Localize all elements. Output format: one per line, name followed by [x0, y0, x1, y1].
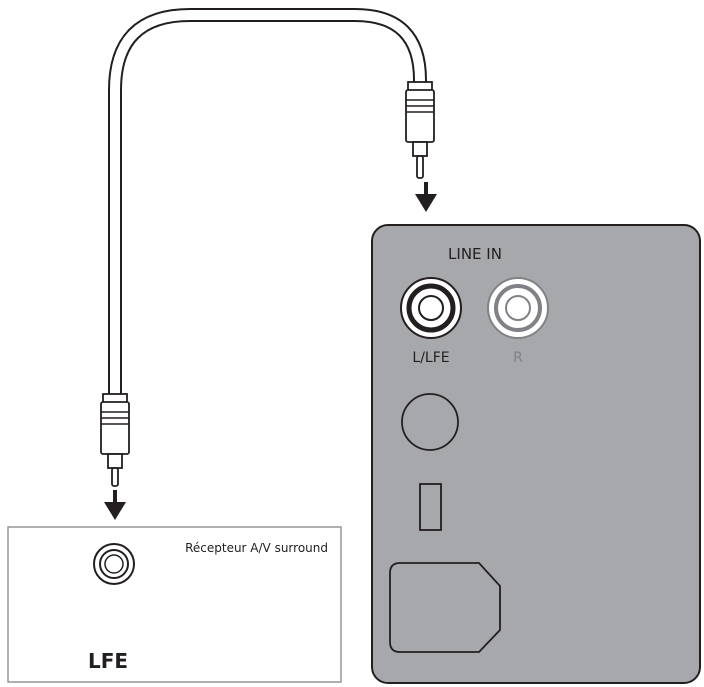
- right-jack-label: R: [513, 350, 523, 366]
- cable-inner: [110, 10, 425, 400]
- line-in-label: LINE IN: [448, 245, 502, 263]
- rca-plug-top: [405, 81, 435, 179]
- lfe-jack: [93, 543, 135, 585]
- power-inlet: [389, 562, 501, 653]
- rca-cable: [108, 8, 427, 400]
- receiver-caption: Récepteur A/V surround: [185, 541, 328, 555]
- left-jack-label: L/LFE: [412, 350, 449, 366]
- line-in-right-jack: [487, 277, 549, 339]
- rect-port: [419, 483, 442, 531]
- rca-plug-bottom: [100, 393, 130, 487]
- arrow-down-icon: [415, 182, 437, 212]
- receiver-panel: Récepteur A/V surround LFE: [7, 526, 342, 683]
- subwoofer-panel: LINE IN L/LFE R: [371, 224, 701, 684]
- round-port: [401, 393, 459, 451]
- line-in-left-jack: [400, 277, 462, 339]
- arrow-down-icon: [104, 490, 126, 520]
- lfe-label: LFE: [88, 649, 128, 673]
